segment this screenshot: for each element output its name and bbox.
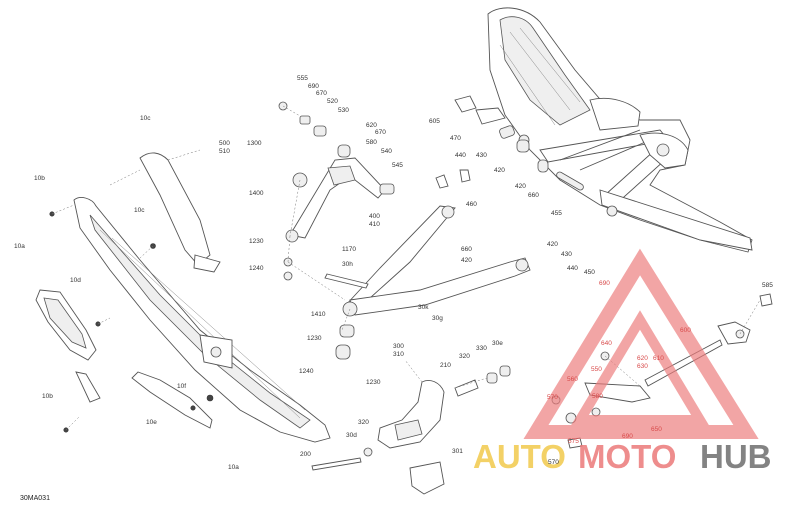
part-number-label: 10d — [70, 277, 81, 284]
part-number-label: 545 — [392, 162, 403, 169]
part-number-label: 650 — [651, 426, 662, 433]
part-number-label: 550 — [591, 366, 602, 373]
part-number-label: 670 — [316, 90, 327, 97]
part-number-label: 330 — [476, 345, 487, 352]
part-number-label: 580 — [366, 139, 377, 146]
part-number-label: 440 — [455, 152, 466, 159]
part-number-label: 310 — [393, 351, 404, 358]
watermark-logo: AUTO MOTO HUB — [473, 248, 772, 475]
part-number-label: 200 — [300, 451, 311, 458]
part-number-label: 560 — [567, 376, 578, 383]
watermark-word-hub: HUB — [700, 438, 772, 475]
part-number-label: 570 — [548, 459, 559, 466]
guide-lines — [109, 105, 761, 389]
part-number-label: 320 — [358, 419, 369, 426]
part-number-label: 690 — [308, 83, 319, 90]
part-number-label: 420 — [515, 183, 526, 190]
lower-trailing-arm — [283, 205, 531, 360]
part-number-label: 660 — [461, 246, 472, 253]
part-number-label: 690 — [599, 280, 610, 287]
part-number-label: 640 — [601, 340, 612, 347]
part-number-label: 470 — [450, 135, 461, 142]
watermark-word-auto: AUTO — [473, 438, 566, 475]
part-number-label: 620 — [637, 355, 648, 362]
part-number-label: 10b — [42, 393, 53, 400]
watermark-triangle-outer — [523, 248, 759, 439]
part-number-label: 670 — [375, 129, 386, 136]
part-number-label: 1240 — [299, 368, 314, 375]
part-number-label: 210 — [440, 362, 451, 369]
upper-arm-hardware — [435, 95, 584, 191]
part-number-label: 1400 — [249, 190, 264, 197]
part-number-label: 400 — [369, 213, 380, 220]
part-number-label: 301 — [452, 448, 463, 455]
part-number-label: 430 — [476, 152, 487, 159]
part-number-label: 320 — [459, 353, 470, 360]
part-number-label: 555 — [297, 75, 308, 82]
part-number-label: 575 — [568, 438, 579, 445]
part-number-label: 430 — [561, 251, 572, 258]
watermark-triangle-inner — [571, 310, 709, 425]
part-number-label: 10b — [34, 175, 45, 182]
part-number-label: 660 — [528, 192, 539, 199]
part-number-label: 300 — [393, 343, 404, 350]
part-number-label: 530 — [338, 107, 349, 114]
part-number-label: 410 — [369, 221, 380, 228]
part-number-label: 580 — [592, 393, 603, 400]
part-number-label: 455 — [551, 210, 562, 217]
part-number-label: 570 — [547, 394, 558, 401]
part-number-label: 30h — [342, 261, 353, 268]
part-number-label: 10e — [146, 419, 157, 426]
ski-and-runner — [35, 152, 331, 443]
part-number-label: 30k — [418, 304, 429, 311]
part-number-label: 1230 — [249, 238, 264, 245]
watermark-word-moto: MOTO — [578, 438, 676, 475]
part-number-label: 1410 — [311, 311, 326, 318]
part-number-label: 540 — [381, 148, 392, 155]
part-number-label: 10a — [14, 243, 25, 250]
spindle-assembly — [311, 365, 511, 495]
part-number-label: 10c — [140, 115, 151, 122]
upper-a-arm — [278, 101, 395, 243]
part-number-label: 420 — [494, 167, 505, 174]
part-number-label: 10a — [228, 464, 239, 471]
part-number-label: 510 — [219, 148, 230, 155]
part-number-label: 520 — [327, 98, 338, 105]
part-number-label: 620 — [366, 122, 377, 129]
part-number-label: 10f — [177, 383, 186, 390]
part-number-label: 420 — [461, 257, 472, 264]
part-number-label: 460 — [466, 201, 477, 208]
part-number-label: 630 — [637, 363, 648, 370]
part-number-label: 1170 — [342, 246, 356, 253]
part-number-labels: 5556906705205305005101300620670580540545… — [14, 75, 773, 471]
part-number-label: 610 — [653, 355, 664, 362]
part-number-label: 600 — [680, 327, 691, 334]
part-number-label: 30e — [492, 340, 503, 347]
part-number-label: 440 — [567, 265, 578, 272]
part-number-label: 585 — [762, 282, 773, 289]
part-number-label: 420 — [547, 241, 558, 248]
part-number-label: 450 — [584, 269, 595, 276]
part-number-label: 30g — [432, 315, 443, 322]
part-number-label: 690 — [622, 433, 633, 440]
part-number-label: 10c — [134, 207, 145, 214]
part-number-label: 1300 — [247, 140, 262, 147]
chassis-frame — [487, 7, 753, 253]
part-number-label: 30d — [346, 432, 357, 439]
diagram-reference-code: 30MA031 — [20, 495, 50, 502]
part-number-label: 1240 — [249, 265, 264, 272]
part-number-label: 1230 — [307, 335, 322, 342]
part-number-label: 605 — [429, 118, 440, 125]
part-number-label: 500 — [219, 140, 230, 147]
part-number-label: 1230 — [366, 379, 381, 386]
